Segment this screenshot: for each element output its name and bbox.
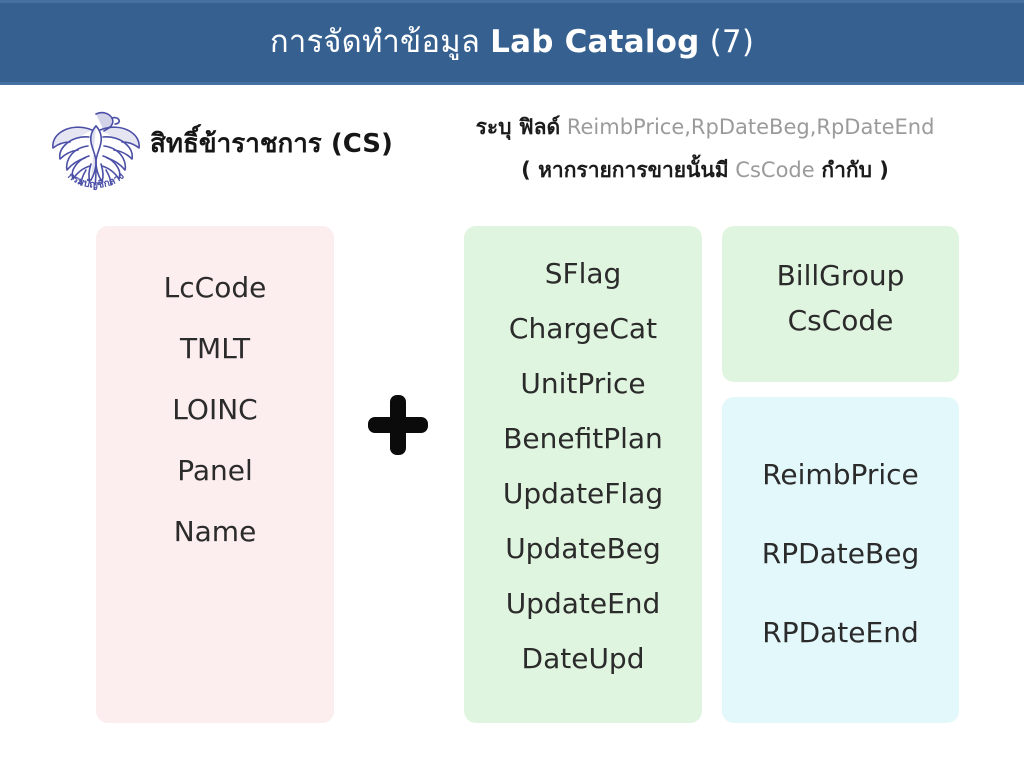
cs-entitlement-label: สิทธิ์ข้าราชการ (CS) [150,129,393,159]
field-note-line-1-bold: ระบุ ฟิลด์ [475,115,561,139]
field-item: CsCode [787,304,894,337]
garuda-emblem-icon: กรมบัญชีกลาง [44,104,148,196]
card-reimbursement-fields: ReimbPrice RPDateBeg RPDateEnd [722,397,959,723]
field-note-line-1-fields: ReimbPrice,RpDateBeg,RpDateEnd [566,115,935,139]
card-sale-fields: SFlag ChargeCat UnitPrice BenefitPlan Up… [464,226,702,723]
field-note-line-1: ระบุ ฟิลด์ ReimbPrice,RpDateBeg,RpDateEn… [400,106,1010,149]
field-note-line-2: ( หากรายการขายนั้นมี CsCode กำกับ ) [400,149,1010,192]
field-item: ReimbPrice [762,458,919,491]
field-item: RPDateBeg [761,537,920,570]
field-item: ChargeCat [508,312,658,345]
field-item: LcCode [163,271,267,304]
field-item: UpdateEnd [505,587,661,620]
field-note-line-2-close: กำกับ ) [821,158,889,182]
field-item: Name [173,515,257,548]
page-title-number: (7) [709,24,755,61]
field-item: BenefitPlan [503,422,663,455]
header-bar: การจัดทำข้อมูล Lab Catalog (7) [0,0,1024,85]
field-item: SFlag [544,257,622,290]
card-base-fields: LcCode TMLT LOINC Panel Name [96,226,334,723]
subheader-row: กรมบัญชีกลาง สิทธิ์ข้าราชการ (CS) ระบุ ฟ… [0,96,1024,206]
page-title-english: Lab Catalog [490,24,700,61]
field-item: RPDateEnd [762,616,919,649]
field-item: BillGroup [776,259,905,292]
field-note-line-2-code: CsCode [735,158,815,182]
plus-sign [366,393,430,457]
plus-vertical-bar [390,395,406,455]
page-title-thai: การจัดทำข้อมูล [269,24,481,61]
page-title: การจัดทำข้อมูล Lab Catalog (7) [270,25,754,59]
field-note-block: ระบุ ฟิลด์ ReimbPrice,RpDateBeg,RpDateEn… [400,106,1010,192]
field-item: Panel [177,454,253,487]
field-item: DateUpd [521,642,645,675]
field-item: TMLT [179,332,251,365]
field-item: UpdateFlag [502,477,664,510]
field-item: LOINC [172,393,258,426]
field-note-line-2-open: ( หากรายการขายนั้นมี [521,158,729,182]
field-item: UpdateBeg [505,532,661,565]
field-item: UnitPrice [520,367,646,400]
card-billing-fields: BillGroup CsCode [722,226,959,382]
